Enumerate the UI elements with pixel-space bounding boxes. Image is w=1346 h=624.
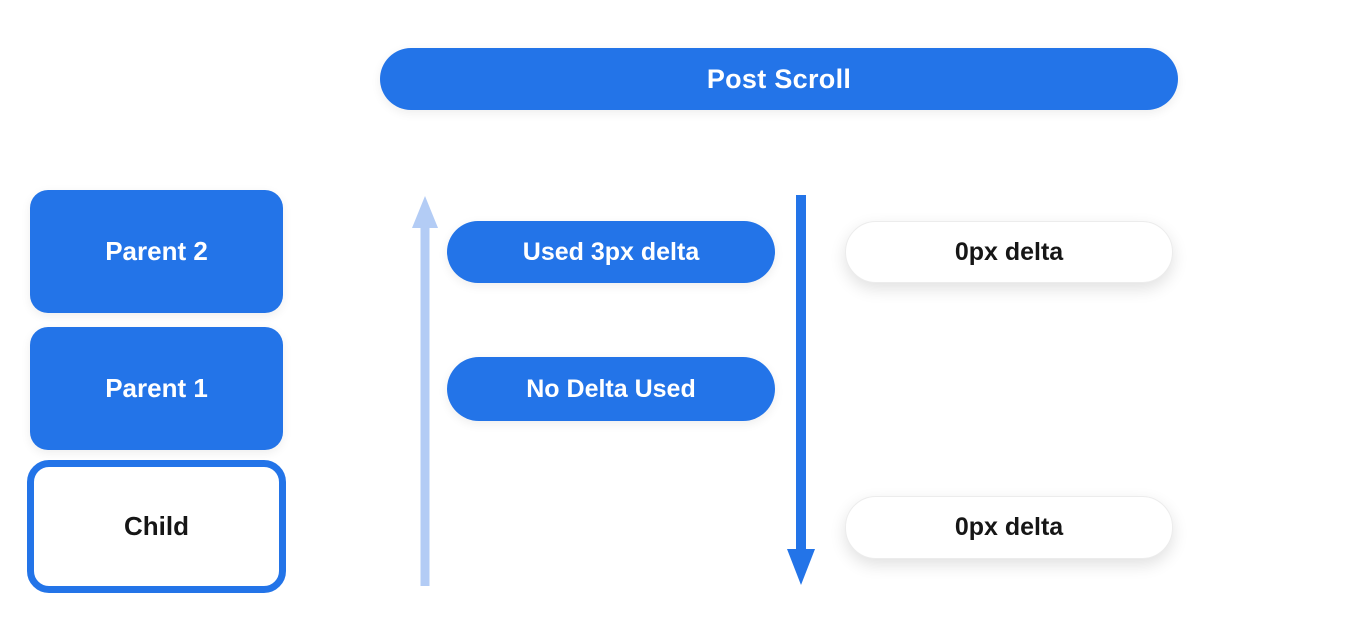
- top-zero-delta-label: 0px delta: [954, 237, 1064, 266]
- parent-2-label: Parent 2: [105, 236, 208, 266]
- parent-1-label: Parent 1: [105, 373, 208, 403]
- parent-1-box: Parent 1: [30, 327, 283, 450]
- top-zero-delta-pill: 0px delta: [845, 221, 1173, 283]
- parent-2-box: Parent 2: [30, 190, 283, 313]
- scroll-down-arrow-icon: [787, 195, 815, 585]
- used-delta-pill: Used 3px delta: [447, 221, 775, 283]
- bottom-zero-delta-pill: 0px delta: [845, 496, 1173, 559]
- no-delta-used-pill: No Delta Used: [447, 357, 775, 421]
- child-label: Child: [124, 511, 189, 541]
- scroll-up-arrow-icon: [412, 196, 438, 586]
- post-scroll-pill: Post Scroll: [380, 48, 1178, 110]
- child-box: Child: [27, 460, 286, 593]
- post-scroll-label: Post Scroll: [706, 63, 852, 94]
- no-delta-used-label: No Delta Used: [526, 374, 696, 403]
- used-delta-label: Used 3px delta: [522, 237, 700, 266]
- bottom-zero-delta-label: 0px delta: [954, 513, 1064, 541]
